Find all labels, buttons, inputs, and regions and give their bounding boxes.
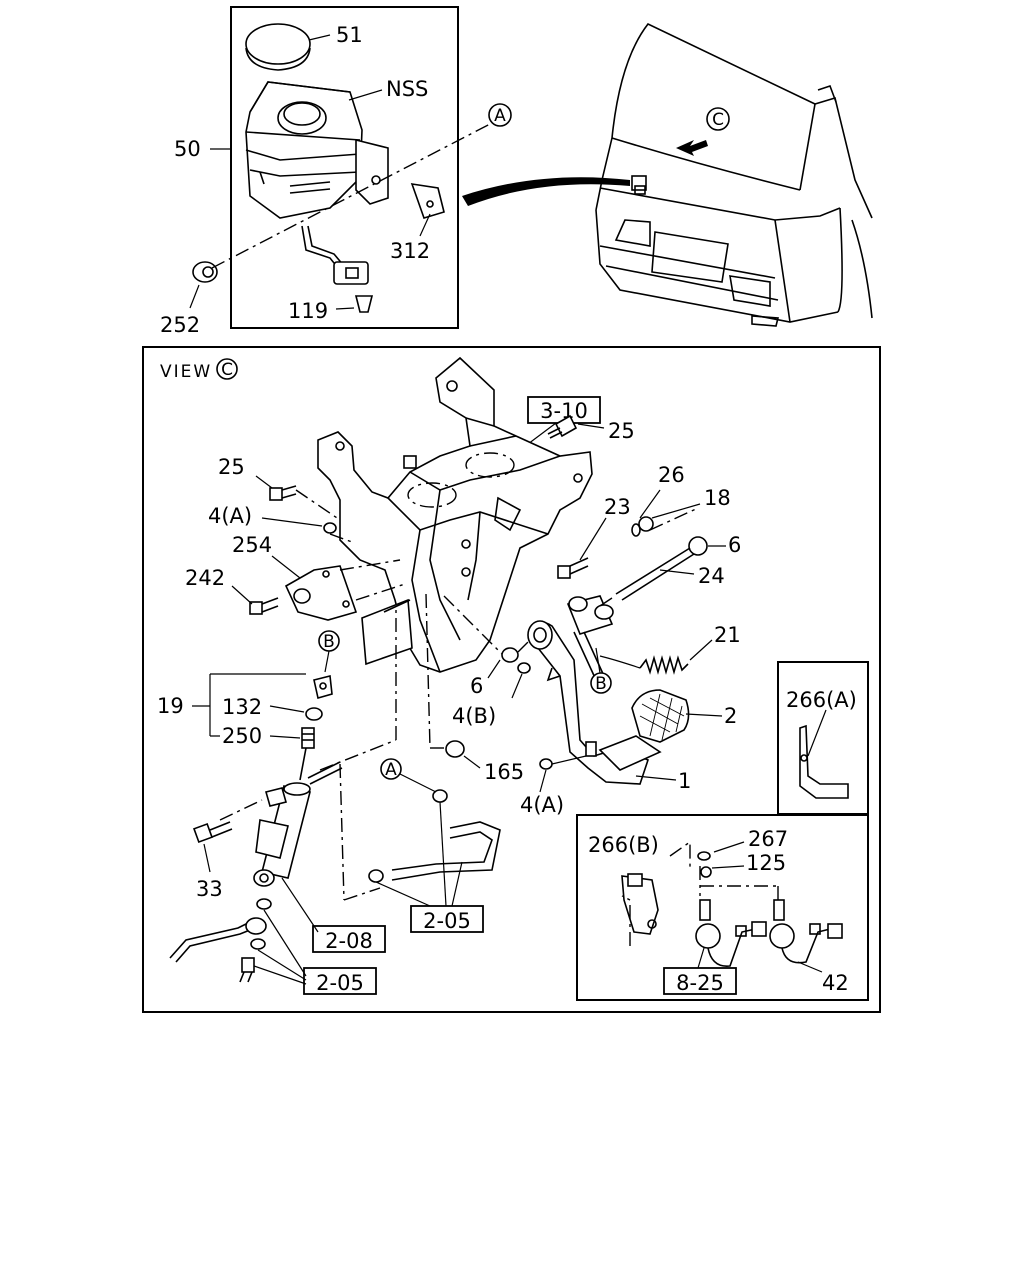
spring-21-drawing (639, 655, 689, 675)
part-label-23: 23 (604, 495, 631, 519)
lower-hose-drawing (169, 898, 272, 983)
pushrod-parts-drawing (301, 675, 333, 749)
ref-label-2-08: 2-08 (325, 929, 373, 953)
part-label-4a-lower: 4(A) (520, 793, 564, 817)
part-label-312: 312 (390, 239, 430, 263)
part-label-19: 19 (157, 694, 184, 718)
part-label-2: 2 (724, 704, 737, 728)
bracket-266a-drawing (799, 724, 849, 799)
part-label-33: 33 (196, 877, 223, 901)
part-label-4b: 4(B) (452, 704, 496, 728)
ref-label-2-05-middle: 2-05 (423, 909, 471, 933)
ref-label-2-05-bottom: 2-05 (316, 971, 364, 995)
callout-c-top: C (706, 107, 730, 131)
bolt-4b-drawing (517, 662, 531, 674)
bolt-23-drawing (557, 557, 589, 579)
svg-text:B: B (595, 674, 607, 694)
bolt-25-left-drawing (269, 485, 297, 501)
part-label-21: 21 (714, 623, 741, 647)
svg-text:C: C (712, 110, 724, 130)
part-label-26: 26 (658, 463, 685, 487)
master-cylinder-drawing (253, 747, 343, 887)
svg-text:A: A (385, 760, 397, 780)
nut-18-drawing (638, 516, 654, 532)
inset-switch-box (576, 814, 869, 1001)
nut-252-drawing (192, 261, 218, 283)
bolt-242-drawing (249, 597, 279, 615)
reservoir-box (230, 6, 459, 329)
bushing-6-drawing (501, 647, 519, 663)
part-label-18: 18 (704, 486, 731, 510)
part-label-nss: NSS (386, 77, 428, 101)
ref-box-3-10[interactable] (527, 396, 601, 424)
callout-a-view: A (380, 758, 402, 780)
part-label-132: 132 (222, 695, 262, 719)
clip-119-drawing (354, 295, 374, 313)
bolt-33-drawing (193, 821, 233, 843)
callout-b-right: B (590, 672, 612, 694)
part-label-242: 242 (185, 566, 225, 590)
plate-254-drawing (284, 565, 358, 621)
nut-165-drawing (445, 740, 465, 758)
part-label-254: 254 (232, 533, 272, 557)
part-label-125: 125 (746, 851, 786, 875)
bolt-4a-upper-drawing (323, 522, 337, 534)
reservoir-tank-drawing (245, 81, 389, 285)
ref-label-8-25: 8-25 (676, 971, 724, 995)
part-label-42: 42 (822, 971, 849, 995)
clutch-pipe-drawing (368, 789, 501, 883)
washer-26-drawing (631, 523, 641, 537)
switch-left-drawing (695, 851, 767, 967)
view-c-frame (142, 346, 881, 1013)
part-label-1: 1 (678, 769, 691, 793)
svg-text:A: A (494, 106, 506, 126)
part-label-165: 165 (484, 760, 524, 784)
part-label-267: 267 (748, 827, 788, 851)
part-label-24: 24 (698, 564, 725, 588)
ref-box-2-05-bottom[interactable] (303, 967, 377, 995)
part-label-6-upper: 6 (728, 533, 741, 557)
view-c-callout: C (216, 358, 238, 380)
part-label-119: 119 (288, 299, 328, 323)
part-label-25-right: 25 (608, 419, 635, 443)
ref-box-2-05-middle[interactable] (410, 905, 484, 933)
part-label-25-left: 25 (218, 455, 245, 479)
part-label-51: 51 (336, 23, 363, 47)
bracket-266b-drawing (621, 873, 659, 935)
shaft-24-drawing (615, 536, 708, 601)
part-label-250: 250 (222, 724, 262, 748)
stud-center-drawing (403, 455, 417, 469)
view-label: VIEW (160, 362, 212, 382)
part-label-6-lower: 6 (470, 674, 483, 698)
switch-right-drawing (769, 899, 843, 964)
part-label-266b: 266(B) (588, 833, 659, 857)
callout-a-top: A (488, 103, 512, 127)
svg-text:C: C (221, 360, 233, 380)
callout-b-left: B (318, 630, 340, 652)
svg-text:B: B (323, 632, 335, 652)
reservoir-cap-drawing (245, 23, 311, 71)
part-label-252: 252 (160, 313, 200, 337)
ref-box-8-25[interactable] (663, 967, 737, 995)
truck-cab-drawing (595, 22, 873, 327)
ref-box-2-08[interactable] (312, 925, 386, 953)
part-label-266a: 266(A) (786, 688, 857, 712)
view-pointer-swoosh (462, 177, 630, 206)
pedal-bracket-drawing (317, 356, 593, 673)
part-label-50: 50 (174, 137, 201, 161)
reservoir-group: 51 NSS 50 312 (160, 6, 512, 337)
bolt-25-right-drawing (547, 414, 578, 439)
part-label-4a-upper: 4(A) (208, 504, 252, 528)
